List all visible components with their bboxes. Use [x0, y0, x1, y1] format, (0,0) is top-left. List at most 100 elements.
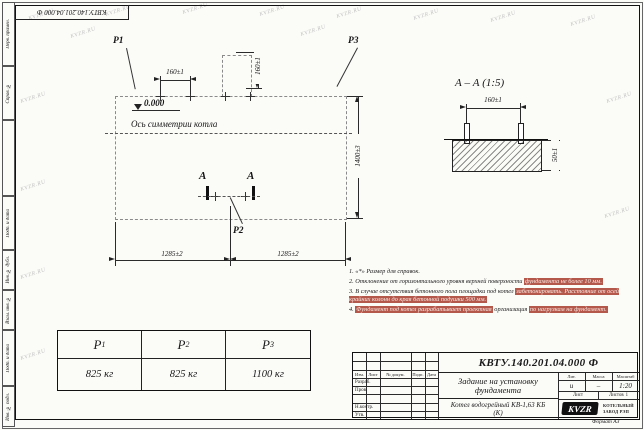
drawing-title: Задание на установку фундамента: [438, 373, 558, 399]
frame-left-cell: Перв. примен.: [2, 2, 15, 66]
note-text-highlighted: Фундамент под котел разрабатывает проект…: [355, 306, 493, 313]
dimension-bottom-left: 1285±2: [142, 250, 202, 258]
tb-lit-label: Лит.: [567, 374, 576, 379]
level-mark-icon: [134, 104, 142, 110]
dimension-extension-line: [520, 103, 521, 123]
load-value-p1: 825 кг: [58, 359, 142, 390]
note-line: 3. В случае отсутствия бетонного пола пл…: [349, 288, 634, 304]
section-cut-mark: [252, 186, 255, 200]
load-header-sub: 1: [101, 340, 106, 349]
dimension-right: 1400±3: [354, 134, 362, 178]
tb-sheets-value: 1: [625, 392, 629, 398]
sheet-main-frame: [15, 5, 640, 420]
title-block-grid-line: [353, 378, 438, 379]
frame-left-label: Подп. и дата: [6, 208, 11, 238]
tb-sheet-label: Лист: [572, 392, 584, 398]
dimension-arrow-icon: [190, 77, 196, 81]
dimension-arrow-icon: [355, 96, 359, 102]
note-line: 2. Отклонение от горизонтального уровня …: [349, 278, 634, 286]
company-line2: ЗАВОД РЭП: [603, 408, 630, 414]
tb-sheets-label: Листов: [608, 392, 624, 398]
tb-row-nkontr: Н.контр.: [355, 404, 374, 410]
corner-doc-number: КВТУ.140.201.04.000 Ф: [36, 8, 107, 16]
company-line1: КОТЕЛЬНЫЙ: [603, 403, 634, 408]
title-block-grid-line: [353, 394, 438, 395]
dimension-bottom-right: 1285±2: [258, 250, 318, 258]
section-dim-height: 50±1: [551, 138, 559, 172]
dimension-arrow-icon: [224, 257, 230, 261]
doc-number: КВТУ.140.201.04.000 Ф: [438, 353, 639, 373]
note-text-highlighted: по нагрузкам на фундамент.: [528, 306, 608, 313]
note-line: 1. «*» Размер для справок.: [349, 268, 634, 276]
title-block-grid-line: [558, 380, 639, 381]
note-text: 4.: [349, 306, 356, 313]
load-header-sub: 2: [185, 340, 190, 349]
tb-row-utv: Утв.: [355, 412, 365, 418]
company-name: КОТЕЛЬНЫЙ ЗАВОД РЭП: [603, 403, 637, 414]
title-block-grid-line: [612, 373, 613, 391]
dimension-extension-line: [347, 218, 363, 219]
frame-left-label: Подп. и дата: [6, 343, 11, 373]
anchor-cross: [246, 92, 255, 101]
tb-header-podp: Подп.: [412, 371, 424, 377]
logo-kvzr: KVZR: [561, 402, 599, 415]
title-block-grid-line: [353, 361, 438, 362]
tb-row-razrab: Разраб.: [355, 379, 371, 385]
dimension-arrow-icon: [230, 257, 236, 261]
frame-left-cell: Подп. и дата: [2, 196, 15, 250]
dimension-extension-line: [345, 222, 346, 266]
title-block-grid-line: [438, 353, 439, 419]
dimension-arrow-icon: [520, 105, 526, 109]
anchor-cross: [156, 92, 165, 101]
note-line: 4. Фундамент под котел разрабатывает про…: [349, 306, 634, 314]
frame-left-cell: Подп. и дата: [2, 330, 15, 386]
note-text: 3. В случае отсутствия бетонного пола пл…: [349, 288, 516, 295]
symmetry-axis-label: Ось симметрии котла: [131, 119, 218, 129]
tb-row-empty: [353, 394, 380, 403]
tb-mass-value: –: [596, 381, 601, 390]
section-cut-mark: [206, 186, 209, 200]
point-label-p3: Р3: [348, 36, 359, 46]
frame-left-cell: Инв. № подл.: [2, 386, 15, 427]
dimension-extension-line: [236, 52, 262, 53]
symmetry-axis-line: [105, 133, 352, 134]
title-block-grid-line: [353, 370, 438, 371]
title-block-grid-line: [353, 411, 438, 412]
frame-left-label: Инв. № подл.: [6, 392, 11, 421]
dimension-arrow-icon: [355, 212, 359, 218]
format-note: Формат А3: [592, 419, 620, 425]
title-block-grid-line: [558, 373, 559, 419]
title-block-grid-line: [558, 399, 639, 400]
note-text: 2. Отклонение от горизонтального уровня …: [349, 278, 524, 285]
dimension-arrow-icon: [154, 77, 160, 81]
dimension-top: 160±1: [157, 68, 193, 76]
tb-header-data: Дата: [427, 371, 436, 377]
title-block-grid-line: [585, 373, 586, 391]
point-label-p2: Р2: [233, 226, 244, 236]
frame-left-cell: Инв. № дубл.: [2, 250, 15, 290]
title-block-grid-line: [353, 403, 438, 404]
dimension-extension-line: [466, 103, 467, 123]
foundation-top-surface: [444, 139, 548, 140]
load-header-sub: 3: [269, 340, 274, 349]
dimension-extension-line: [190, 74, 191, 94]
section-letter-right: А: [247, 170, 255, 182]
dimension-arrow-icon: [255, 82, 259, 88]
dimension-line: [160, 80, 190, 81]
dimension-extension-line: [160, 74, 161, 94]
load-value-p2: 825 кг: [142, 359, 226, 390]
dimension-arrow-icon: [109, 257, 115, 261]
note-text-highlighted: фундамента не более 10 мм.: [523, 278, 603, 285]
dimension-extension-line: [115, 222, 116, 266]
frame-left-cell: Справ. №: [2, 66, 15, 120]
title-block-grid-line: [598, 391, 599, 399]
dimension-arrow-icon: [345, 257, 351, 261]
plan-protrusion-outline: [222, 55, 252, 97]
tb-header-list: Лист: [368, 371, 378, 377]
note-text: 1. «*» Размер для справок.: [349, 268, 420, 275]
frame-left-label: Перв. примен.: [6, 19, 11, 49]
tb-header-izm: Изм.: [355, 371, 364, 377]
